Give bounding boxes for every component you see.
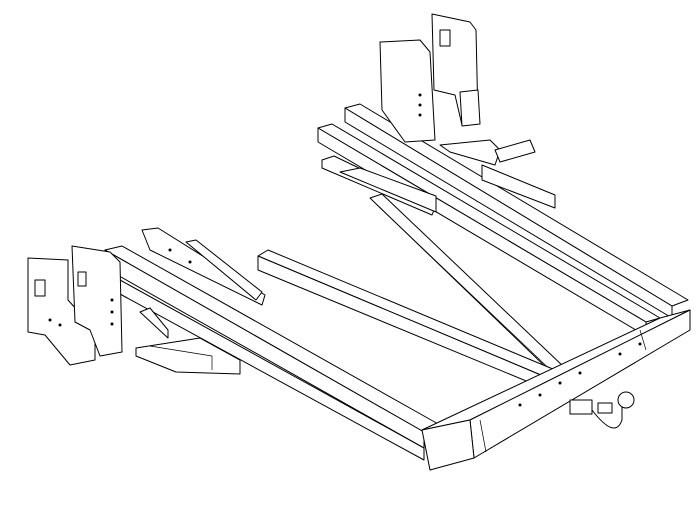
right-side-member [317, 103, 689, 337]
right-bracket-upper [439, 139, 536, 166]
left-bracket-upper [141, 227, 266, 306]
right-bracket-lower [321, 155, 556, 216]
left-mounting-plate-inner [71, 245, 123, 357]
left-bracket-lower [135, 307, 241, 375]
tow-ball-assembly [569, 391, 635, 429]
bumper-crossbar [421, 309, 691, 471]
left-mounting-plate-outer [27, 257, 96, 366]
right-mounting-plate-outer [379, 39, 436, 143]
right-mounting-plate-inner [431, 13, 481, 127]
